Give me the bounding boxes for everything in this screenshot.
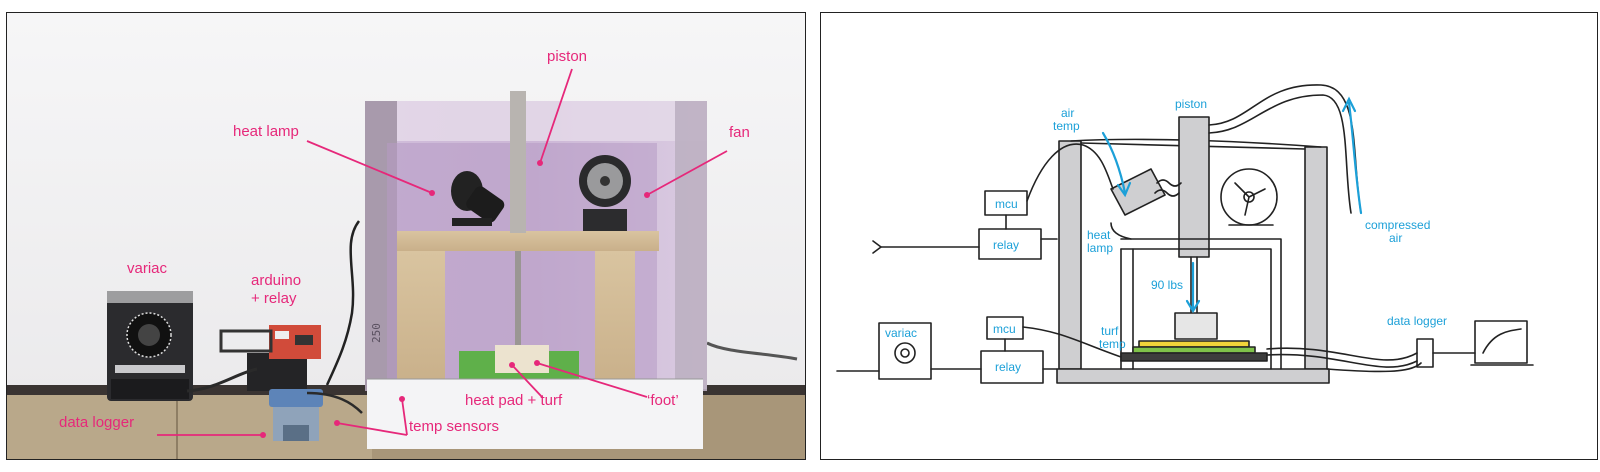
data-logger-device xyxy=(269,389,323,441)
sketch-label-relay-bottom: relay xyxy=(995,360,1021,374)
label-piston: piston xyxy=(547,48,587,65)
sketch-label-turf: turf xyxy=(1101,324,1119,338)
label-fan: fan xyxy=(729,124,750,141)
sketch-label-air: air xyxy=(1061,106,1074,120)
sketch-label-heat: heat xyxy=(1087,228,1111,242)
sketch-logger-box xyxy=(1416,338,1434,368)
sketch-label-mcu-top: mcu xyxy=(995,197,1018,211)
label-foot: ‘foot’ xyxy=(647,392,679,409)
sketch-label-lamp: lamp xyxy=(1087,241,1113,255)
sketch-panel: air temp piston compressed air mcu relay… xyxy=(820,12,1598,460)
photo-leader-lines xyxy=(157,68,728,436)
sketch-label-force: 90 lbs xyxy=(1151,278,1183,292)
sketch-label-piston: piston xyxy=(1175,97,1207,111)
sketch-relay-bottom-box xyxy=(980,350,1044,384)
sketch-illustration: air temp piston compressed air mcu relay… xyxy=(836,84,1534,384)
sketch-label-temp-2: temp xyxy=(1099,337,1126,351)
sketch-piston xyxy=(1178,116,1210,258)
label-relay: + relay xyxy=(251,290,297,307)
chamber-marking: 250 xyxy=(370,323,383,343)
sketch-variac-box xyxy=(878,322,932,380)
photo-panel: 250 piston heat lamp fan variac arduino … xyxy=(6,12,806,460)
label-arduino: arduino xyxy=(251,272,301,289)
sketch-label-compressed: compressed xyxy=(1365,218,1430,232)
sketch-label-variac: variac xyxy=(885,326,917,340)
label-heat-lamp: heat lamp xyxy=(233,123,299,140)
sketch-label-air-2: air xyxy=(1389,231,1402,245)
label-temp-sensors: temp sensors xyxy=(409,418,499,435)
label-heat-pad-turf: heat pad + turf xyxy=(465,392,563,409)
sketch-label-data-logger: data logger xyxy=(1387,314,1447,328)
sketch-label-temp: temp xyxy=(1053,119,1080,133)
label-variac: variac xyxy=(127,260,168,277)
sketch-label-mcu-bottom: mcu xyxy=(993,322,1016,336)
photo-illustration: 250 piston heat lamp fan variac arduino … xyxy=(7,13,805,459)
sketch-base xyxy=(1056,368,1330,384)
test-chamber: 250 xyxy=(365,91,707,449)
sketch-label-relay-top: relay xyxy=(993,238,1019,252)
sketch-monitor xyxy=(1474,320,1528,364)
sketch-arrows xyxy=(1101,96,1363,314)
arduino-relay-device xyxy=(219,325,321,391)
sketch-relay-top-box xyxy=(978,228,1042,260)
label-data-logger: data logger xyxy=(59,414,134,431)
sketch-frame-right xyxy=(1304,146,1328,370)
variac-device xyxy=(107,291,193,401)
